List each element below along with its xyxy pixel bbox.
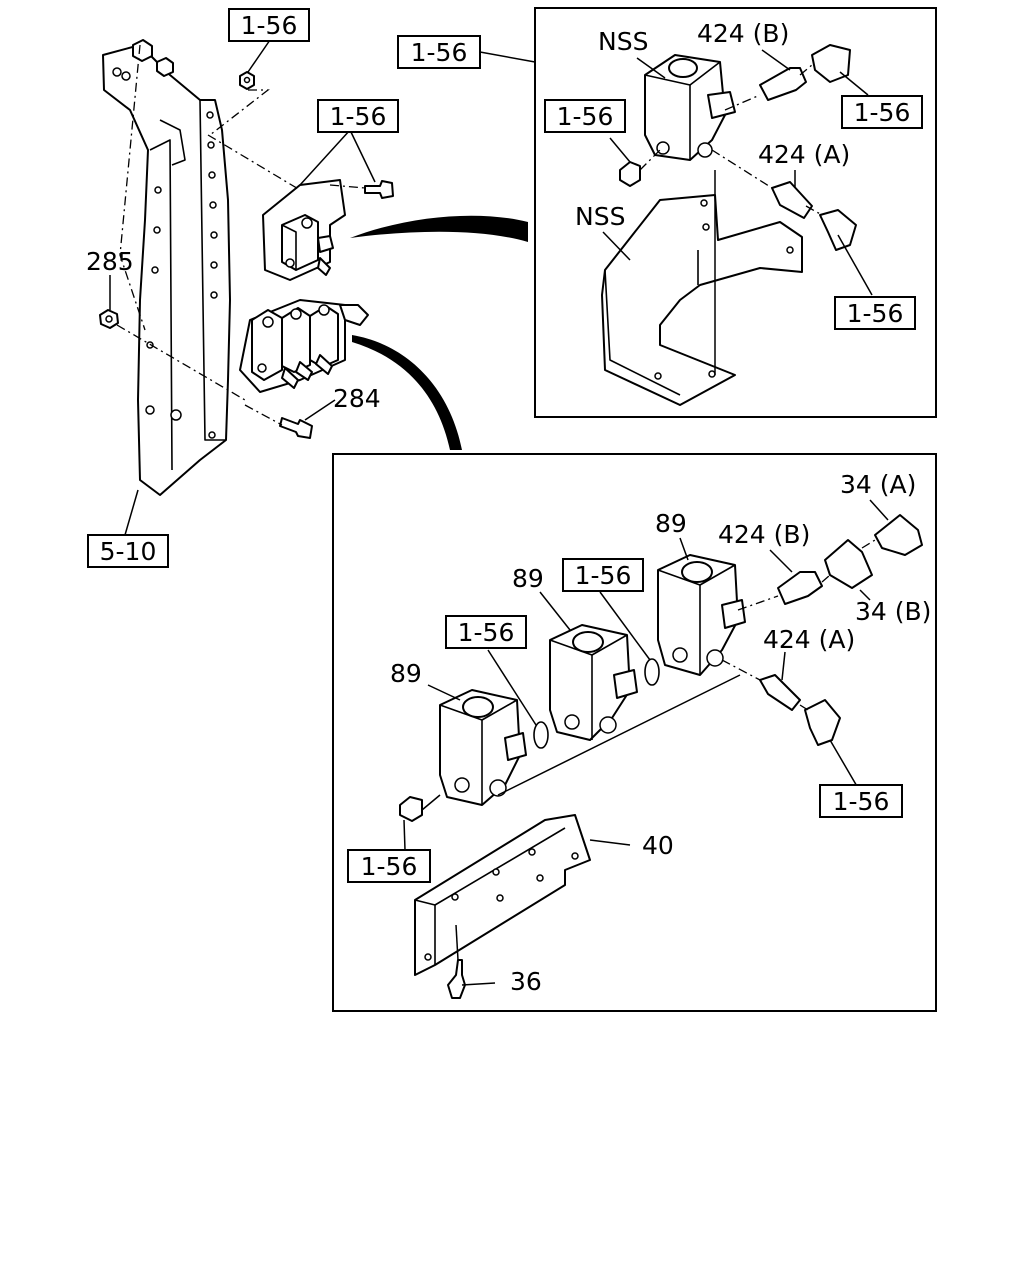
detail2-plug <box>399 796 423 822</box>
upper-valve-assembly <box>262 179 346 281</box>
detail2-valve-mid <box>549 624 638 741</box>
detail1-leaders <box>479 49 873 375</box>
callout-detail1-plug: 1-56 <box>544 99 626 133</box>
nut-top <box>239 71 255 90</box>
label-89-right: 89 <box>655 509 687 538</box>
svg-text:1-56: 1-56 <box>330 102 387 131</box>
detail2-tee-34b <box>824 539 873 589</box>
svg-text:1-56: 1-56 <box>361 852 418 881</box>
callout-detail2-oring-right: 1-56 <box>562 558 644 592</box>
label-89-left: 89 <box>390 659 422 688</box>
bolt-upper <box>364 180 394 199</box>
detail2-valve-left <box>439 689 527 806</box>
detail-frame-lower <box>332 453 937 1012</box>
label-424a-detail1: 424 (A) <box>758 140 850 169</box>
detail1-plug <box>619 161 641 187</box>
frame-holes <box>112 67 218 439</box>
svg-text:1-56: 1-56 <box>854 98 911 127</box>
detail1-fitting-424a <box>771 181 813 219</box>
label-36: 36 <box>510 967 542 996</box>
callout-285: 285 <box>86 247 134 276</box>
callout-1-56-top-left: 1-56 <box>228 8 310 42</box>
detail2-elbow <box>804 699 841 746</box>
label-40: 40 <box>642 831 674 860</box>
svg-text:1-56: 1-56 <box>847 299 904 328</box>
label-layer: 1-56 1-56 285 284 5-10 1-56 NSS 424 (B) … <box>86 8 931 996</box>
svg-text:1-56: 1-56 <box>833 787 890 816</box>
callout-1-56-bolts: 1-56 <box>317 99 399 133</box>
detail1-fitting-424b <box>759 67 807 101</box>
callout-5-10: 5-10 <box>87 534 169 568</box>
detail2-screw-36 <box>447 959 466 999</box>
label-34b: 34 (B) <box>855 597 931 626</box>
svg-text:1-56: 1-56 <box>411 38 468 67</box>
callout-detail2-plug: 1-56 <box>347 849 431 883</box>
bolt-284 <box>279 417 313 439</box>
label-nss-bracket: NSS <box>575 202 625 231</box>
assembly-lines <box>116 44 366 426</box>
detail2-orings <box>533 658 660 749</box>
svg-text:1-56: 1-56 <box>458 618 515 647</box>
callout-detail1-elbow-top: 1-56 <box>841 95 923 129</box>
svg-text:1-56: 1-56 <box>241 11 298 40</box>
detail2-fitting-424b <box>777 571 823 605</box>
callout-284: 284 <box>333 384 381 413</box>
detail2-valve-right <box>657 554 746 676</box>
detail2-fitting-424a <box>759 674 801 711</box>
callout-detail1-elbow-bottom: 1-56 <box>834 296 916 330</box>
detail1-bracket <box>601 194 803 406</box>
detail2-elbow-34a <box>874 514 923 556</box>
label-nss-valve: NSS <box>598 27 648 56</box>
detail1-elbow-bottom <box>819 209 857 251</box>
svg-text:1-56: 1-56 <box>575 561 632 590</box>
label-34a: 34 (A) <box>840 470 916 499</box>
detail-frame-upper <box>534 7 937 418</box>
label-424b-detail1: 424 (B) <box>697 19 789 48</box>
nut-285 <box>99 309 119 329</box>
svg-text:1-56: 1-56 <box>557 102 614 131</box>
callout-detail2-elbow: 1-56 <box>819 784 903 818</box>
svg-text:5-10: 5-10 <box>100 537 157 566</box>
callout-detail2-oring-left: 1-56 <box>445 615 527 649</box>
label-424b-detail2: 424 (B) <box>718 520 810 549</box>
detail1-valve <box>644 54 736 161</box>
frame-bracket-assembly <box>102 39 231 496</box>
detail2-leaders <box>403 499 889 986</box>
lower-valve-assembly <box>239 299 369 393</box>
detail2-bracket-40 <box>414 814 591 976</box>
label-89-mid: 89 <box>512 564 544 593</box>
label-424a-detail2: 424 (A) <box>763 625 855 654</box>
detail-arrow-upper <box>350 215 528 242</box>
callout-detail1-ref: 1-56 <box>397 35 481 69</box>
main-leaders <box>109 39 376 536</box>
detail-arrow-lower <box>352 335 462 450</box>
